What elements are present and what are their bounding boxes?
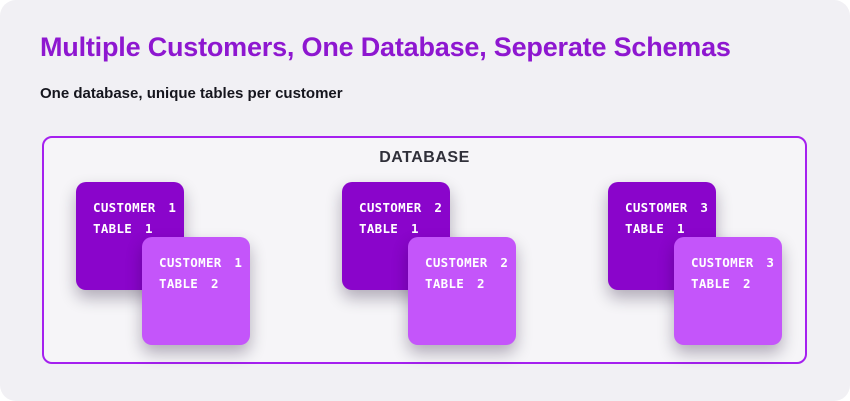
card-text: CUSTOMER 1 TABLE 2	[142, 237, 250, 294]
customer-1-group: CUSTOMER 1 TABLE 1 CUSTOMER 1 TABLE 2	[76, 182, 251, 348]
card-line-customer: CUSTOMER 3	[625, 200, 709, 215]
customer-3-table-2-card: CUSTOMER 3 TABLE 2	[674, 237, 782, 345]
card-text: CUSTOMER 3 TABLE 1	[608, 182, 716, 239]
database-container: DATABASE CUSTOMER 1 TABLE 1 CUSTOMER 1 T…	[42, 136, 807, 364]
card-line-table: TABLE 1	[625, 221, 685, 236]
card-line-customer: CUSTOMER 1	[159, 255, 243, 270]
card-line-table: TABLE 2	[159, 276, 219, 291]
database-label: DATABASE	[379, 149, 470, 166]
card-line-customer: CUSTOMER 2	[425, 255, 509, 270]
customer-3-table-1-card: CUSTOMER 3 TABLE 1	[608, 182, 716, 290]
card-text: CUSTOMER 3 TABLE 2	[674, 237, 782, 294]
card-line-table: TABLE 2	[425, 276, 485, 291]
card-line-table: TABLE 1	[359, 221, 419, 236]
customer-2-table-2-card: CUSTOMER 2 TABLE 2	[408, 237, 516, 345]
customer-1-table-2-card: CUSTOMER 1 TABLE 2	[142, 237, 250, 345]
page-subtitle: One database, unique tables per customer	[40, 85, 343, 102]
customer-3-group: CUSTOMER 3 TABLE 1 CUSTOMER 3 TABLE 2	[608, 182, 783, 348]
card-text: CUSTOMER 1 TABLE 1	[76, 182, 184, 239]
page-title: Multiple Customers, One Database, Sepera…	[40, 32, 731, 62]
card-text: CUSTOMER 2 TABLE 2	[408, 237, 516, 294]
card-line-customer: CUSTOMER 2	[359, 200, 443, 215]
card-line-table: TABLE 1	[93, 221, 153, 236]
card-line-table: TABLE 2	[691, 276, 751, 291]
card-text: CUSTOMER 2 TABLE 1	[342, 182, 450, 239]
card-line-customer: CUSTOMER 3	[691, 255, 775, 270]
customer-2-group: CUSTOMER 2 TABLE 1 CUSTOMER 2 TABLE 2	[342, 182, 517, 348]
card-line-customer: CUSTOMER 1	[93, 200, 177, 215]
